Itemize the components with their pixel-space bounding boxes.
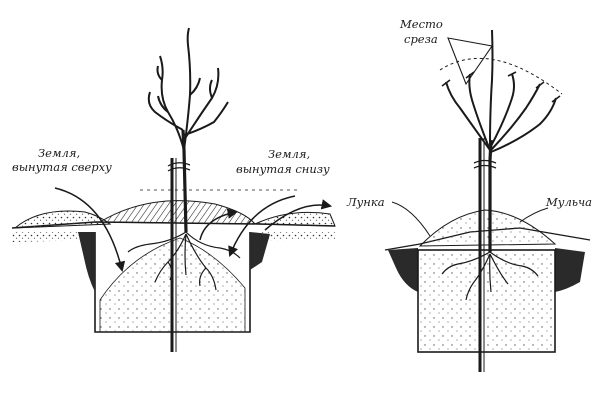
- label-bottomsoil-line1: Земля,: [268, 147, 310, 161]
- left-pit-wall-left: [78, 232, 95, 292]
- right-soil-left: [388, 248, 418, 292]
- label-cut-line1: Место: [399, 17, 443, 31]
- left-pit-wall-right: [250, 232, 270, 270]
- right-cut-line: [439, 57, 563, 95]
- right-soil-right: [555, 248, 585, 292]
- label-mulch: Мульча: [545, 195, 592, 209]
- right-tree-roots: [441, 251, 539, 301]
- right-cut-pointer: [447, 37, 493, 86]
- leader-mulch: [519, 207, 549, 223]
- right-cut-marks: [441, 71, 561, 103]
- left-diagram: Земля, вынутая сверху Земля, вынутая сни…: [11, 27, 336, 352]
- arrow-topsoil-to-pit: [54, 187, 126, 273]
- label-hole: Лунка: [346, 195, 385, 209]
- arrow-from-pit-to-mound-left: [199, 208, 239, 241]
- arrow-from-pit-to-right: [264, 199, 333, 231]
- label-topsoil-line2: вынутая сверху: [12, 160, 112, 174]
- label-cut-line2: среза: [404, 32, 438, 46]
- left-topsoil-heap-right: [254, 211, 336, 227]
- right-diagram: Место среза Лунка Мульча: [346, 17, 592, 372]
- right-tree-trunk: [488, 139, 493, 252]
- leader-hole: [391, 201, 431, 237]
- left-arrows: [54, 187, 333, 273]
- right-mulch-mound: [418, 209, 557, 247]
- label-topsoil-line1: Земля,: [38, 146, 80, 160]
- left-tree-tie: [167, 162, 191, 172]
- arrow-bottomsoil-to-pit: [228, 195, 296, 257]
- label-bottomsoil-line2: вынутая снизу: [236, 162, 330, 176]
- left-tree-crown: [147, 27, 229, 151]
- right-planting-pit: [417, 249, 556, 353]
- right-tree-tie: [473, 159, 497, 169]
- right-tree-crown: [445, 29, 557, 153]
